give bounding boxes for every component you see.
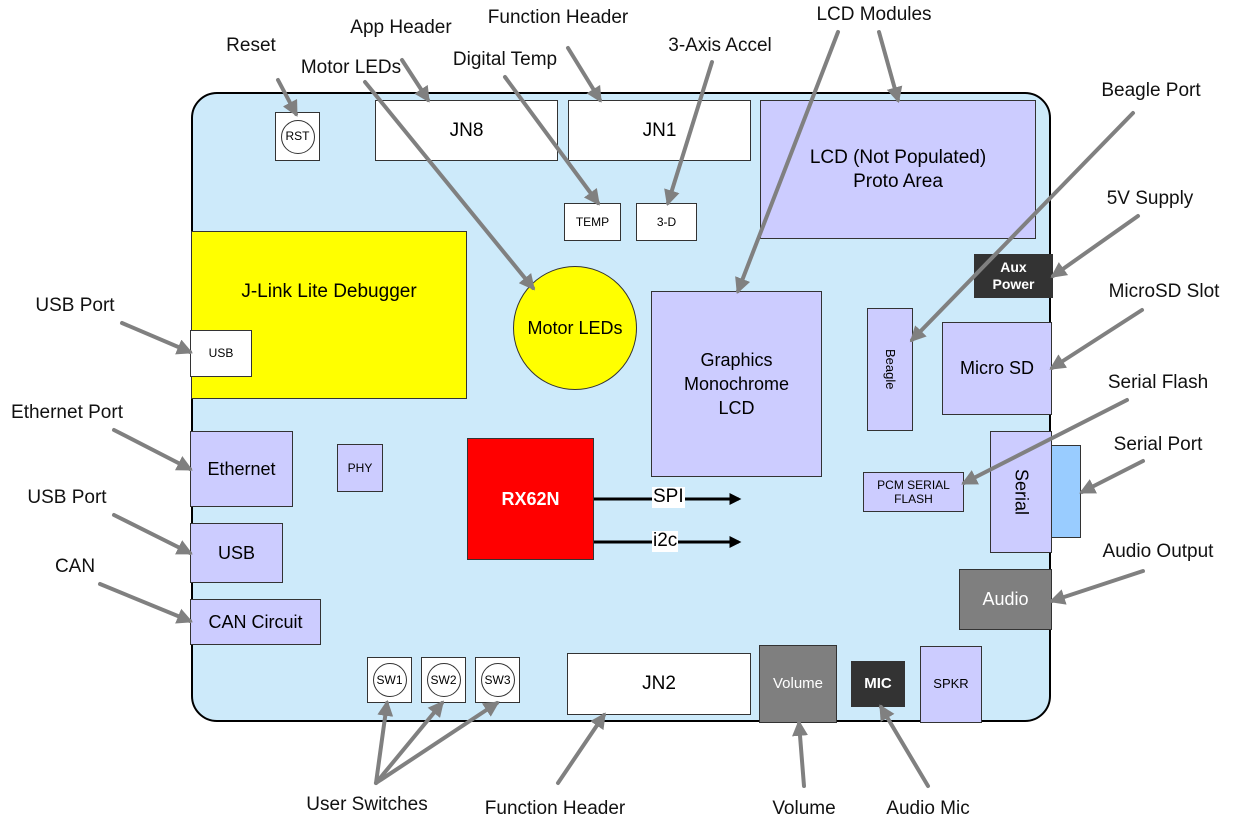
callout-microsd-slot: MicroSD Slot (1108, 281, 1220, 302)
callout-function-header-top: Function Header (487, 7, 629, 28)
spi-bus-label: SPI (652, 486, 685, 508)
switch-3-label: SW3 (484, 672, 511, 687)
callout-3-axis-accel: 3-Axis Accel (668, 35, 772, 56)
switch-2-label: SW2 (430, 672, 457, 687)
serial-connector: Serial (990, 431, 1052, 553)
jn2-header: JN2 (567, 653, 751, 715)
switch-2-button: SW2 (426, 663, 461, 697)
reset-button-frame: RST (275, 112, 320, 161)
callout-function-header-bottom: Function Header (484, 798, 626, 819)
callout-can: CAN (54, 556, 96, 577)
audio-output: Audio (959, 569, 1052, 630)
switch-3-button: SW3 (480, 663, 515, 697)
arrow-function-header-bottom (556, 712, 606, 785)
callout-serial-port: Serial Port (1113, 434, 1203, 455)
callout-user-switches: User Switches (306, 794, 428, 815)
beagle-label: Beagle (883, 349, 899, 390)
volume-knob: Volume (759, 645, 837, 723)
ethernet-port: Ethernet (190, 431, 293, 507)
arrow-usb-port-top (120, 321, 193, 355)
i2c-bus-label: i2c (652, 530, 679, 552)
arrow-usb-port-bottom (112, 513, 193, 555)
micro-sd-slot: Micro SD (942, 322, 1052, 415)
switch-2: SW2 (421, 657, 466, 703)
jlink-label: J-Link Lite Debugger (241, 281, 417, 302)
callout-reset: Reset (226, 35, 276, 56)
callout-audio-mic: Audio Mic (886, 798, 970, 819)
callout-audio-output: Audio Output (1102, 541, 1214, 562)
reset-button: RST (280, 119, 315, 154)
arrow-5v-supply (1050, 214, 1140, 278)
arrow-volume (792, 719, 808, 788)
speaker: SPKR (920, 646, 982, 723)
callout-ethernet-port: Ethernet Port (11, 402, 123, 423)
accelerometer: 3-D (636, 203, 697, 241)
lcd-proto-area: LCD (Not Populated) Proto Area (760, 100, 1036, 239)
switch-1-label: SW1 (376, 672, 403, 687)
callout-digital-temp: Digital Temp (452, 49, 558, 70)
callout-volume: Volume (772, 798, 836, 819)
reset-label: RST (285, 129, 310, 143)
pcm-serial-flash: PCM SERIAL FLASH (863, 472, 964, 512)
arrow-microsd-slot (1049, 308, 1144, 370)
arrow-can (98, 582, 193, 624)
callout-app-header: App Header (350, 17, 452, 38)
temp-sensor: TEMP (564, 203, 621, 241)
aux-power-connector: Aux Power (974, 254, 1053, 298)
usb-port: USB (190, 523, 283, 583)
microphone: MIC (851, 661, 905, 707)
callout-serial-flash: Serial Flash (1107, 372, 1209, 393)
can-circuit: CAN Circuit (190, 599, 321, 645)
graphics-lcd: Graphics Monochrome LCD (651, 291, 822, 477)
debug-usb-connector: USB (190, 330, 252, 377)
arrow-lcd-modules-b (877, 30, 903, 104)
arrow-audio-output (1048, 569, 1145, 605)
jn1-header: JN1 (568, 100, 751, 161)
arrow-ethernet-port (112, 428, 193, 471)
callout-usb-port-bottom: USB Port (27, 487, 107, 508)
motor-leds: Motor LEDs (513, 266, 637, 390)
switch-1: SW1 (367, 657, 412, 703)
rx62n-mcu: RX62N (467, 438, 594, 560)
jn8-header: JN8 (375, 100, 558, 161)
callout-usb-port-top: USB Port (35, 295, 115, 316)
callout-beagle-port: Beagle Port (1101, 80, 1201, 101)
callout-motor-leds: Motor LEDs (300, 57, 402, 78)
beagle-port: Beagle (867, 308, 913, 431)
serial-label: Serial (1011, 468, 1032, 516)
switch-1-button: SW1 (372, 663, 407, 697)
callout-5v-supply: 5V Supply (1106, 188, 1194, 209)
arrow-serial-port (1079, 459, 1145, 494)
phy-chip: PHY (337, 444, 383, 492)
serial-port-plug (1051, 445, 1081, 538)
switch-3: SW3 (475, 657, 520, 703)
callout-lcd-modules: LCD Modules (816, 4, 932, 25)
